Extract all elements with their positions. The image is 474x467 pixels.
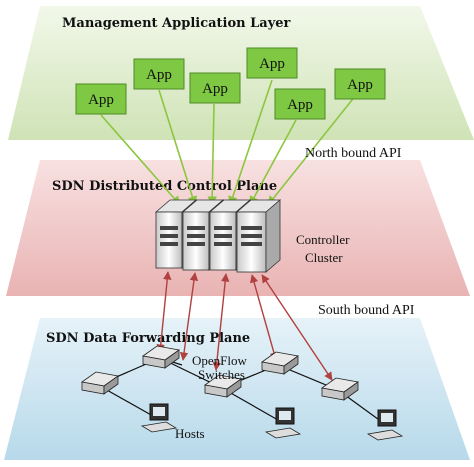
server-icon: [235, 199, 282, 273]
hosts-label: Hosts: [175, 426, 205, 441]
southbound-arrows: [156, 271, 333, 381]
switches-label: Switches: [198, 367, 245, 382]
app-box: App: [133, 58, 185, 90]
switch-icon: [203, 374, 243, 398]
southbound-api-label: South bound API: [318, 303, 415, 318]
app-box: App: [246, 47, 298, 79]
app-label: App: [347, 77, 373, 93]
app-box: App: [189, 72, 241, 104]
controller-label: Controller: [296, 232, 350, 247]
app-box: App: [75, 83, 127, 115]
switch-icon: [320, 377, 360, 401]
switch-icon: [80, 371, 120, 395]
openflow-label: OpenFlow: [192, 353, 248, 368]
northbound-api-label: North bound API: [305, 146, 402, 161]
switch-icon: [260, 351, 300, 375]
management-layer-title: Management Application Layer: [62, 16, 291, 31]
app-label: App: [88, 92, 114, 108]
cluster-label: Cluster: [305, 250, 343, 265]
data-plane-title: SDN Data Forwarding Plane: [46, 331, 250, 346]
app-label: App: [259, 56, 285, 72]
northbound-arrows: [100, 79, 357, 206]
switch-icon: [141, 345, 181, 369]
host-computer-icon: [366, 409, 404, 441]
host-computer-icon: [264, 407, 302, 439]
controller-cluster: [154, 199, 282, 273]
app-label: App: [146, 67, 172, 83]
host-computer-icon: [140, 403, 178, 433]
app-box: App: [274, 88, 326, 120]
app-box: App: [334, 68, 386, 100]
app-label: App: [287, 97, 313, 113]
app-label: App: [202, 81, 228, 97]
